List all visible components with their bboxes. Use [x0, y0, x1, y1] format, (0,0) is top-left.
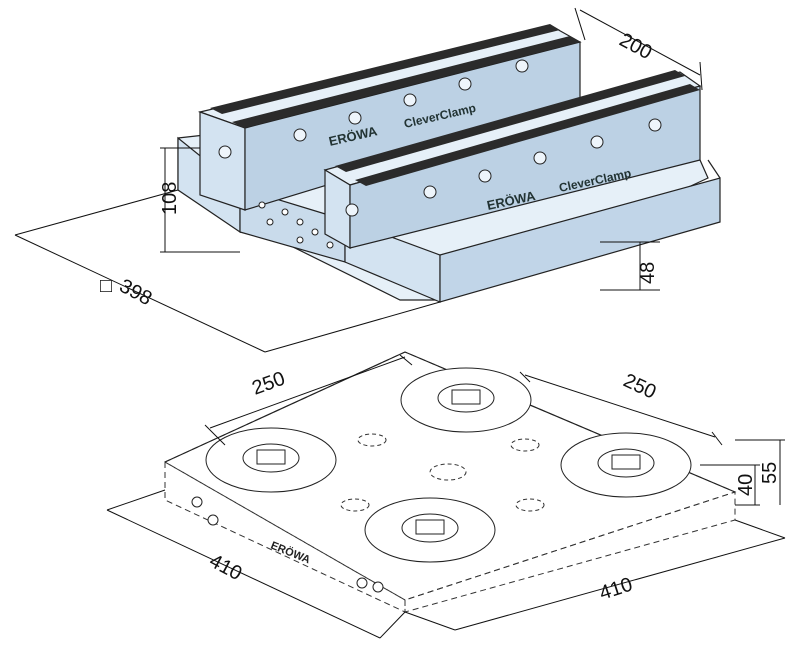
square-symbol: □ [100, 275, 112, 297]
back-clamp: ERÖWA CleverClamp [197, 24, 582, 211]
dim-108: 108 [159, 182, 181, 215]
center-hole [429, 463, 467, 481]
dim-410-left: 410 [206, 550, 246, 585]
dim-250-left: 250 [249, 368, 288, 400]
front-clamp-jaw-right [355, 84, 700, 186]
back-clamp-jaw-left [210, 24, 560, 114]
dim-55: 55 [759, 462, 781, 484]
fitting-1 [191, 496, 203, 508]
chuck-right [560, 432, 692, 498]
back-clamp-jaw-right [232, 36, 580, 128]
fitting-3 [356, 577, 368, 589]
lower-plate: ERÖWA 250 250 410 410 40 55 [106, 351, 786, 639]
dim-200: 200 [616, 29, 656, 64]
dim-398: 398 [116, 275, 156, 310]
base-side-holes [258, 201, 334, 249]
chuck-top [400, 367, 532, 433]
chuck-bottom [364, 497, 496, 563]
front-clamp-jaw-left [335, 70, 685, 172]
dim-40: 40 [735, 474, 757, 496]
dim-250-right: 250 [620, 370, 660, 404]
fitting-4 [372, 581, 384, 593]
dim-48: 48 [637, 262, 659, 284]
upper-fixture: ERÖWA CleverClamp ERÖWA CleverClamp [14, 7, 721, 353]
chuck-left [205, 427, 337, 493]
dim-410-right: 410 [597, 574, 636, 605]
fitting-2 [207, 514, 219, 526]
front-clamp: ERÖWA CleverClamp [323, 70, 702, 250]
